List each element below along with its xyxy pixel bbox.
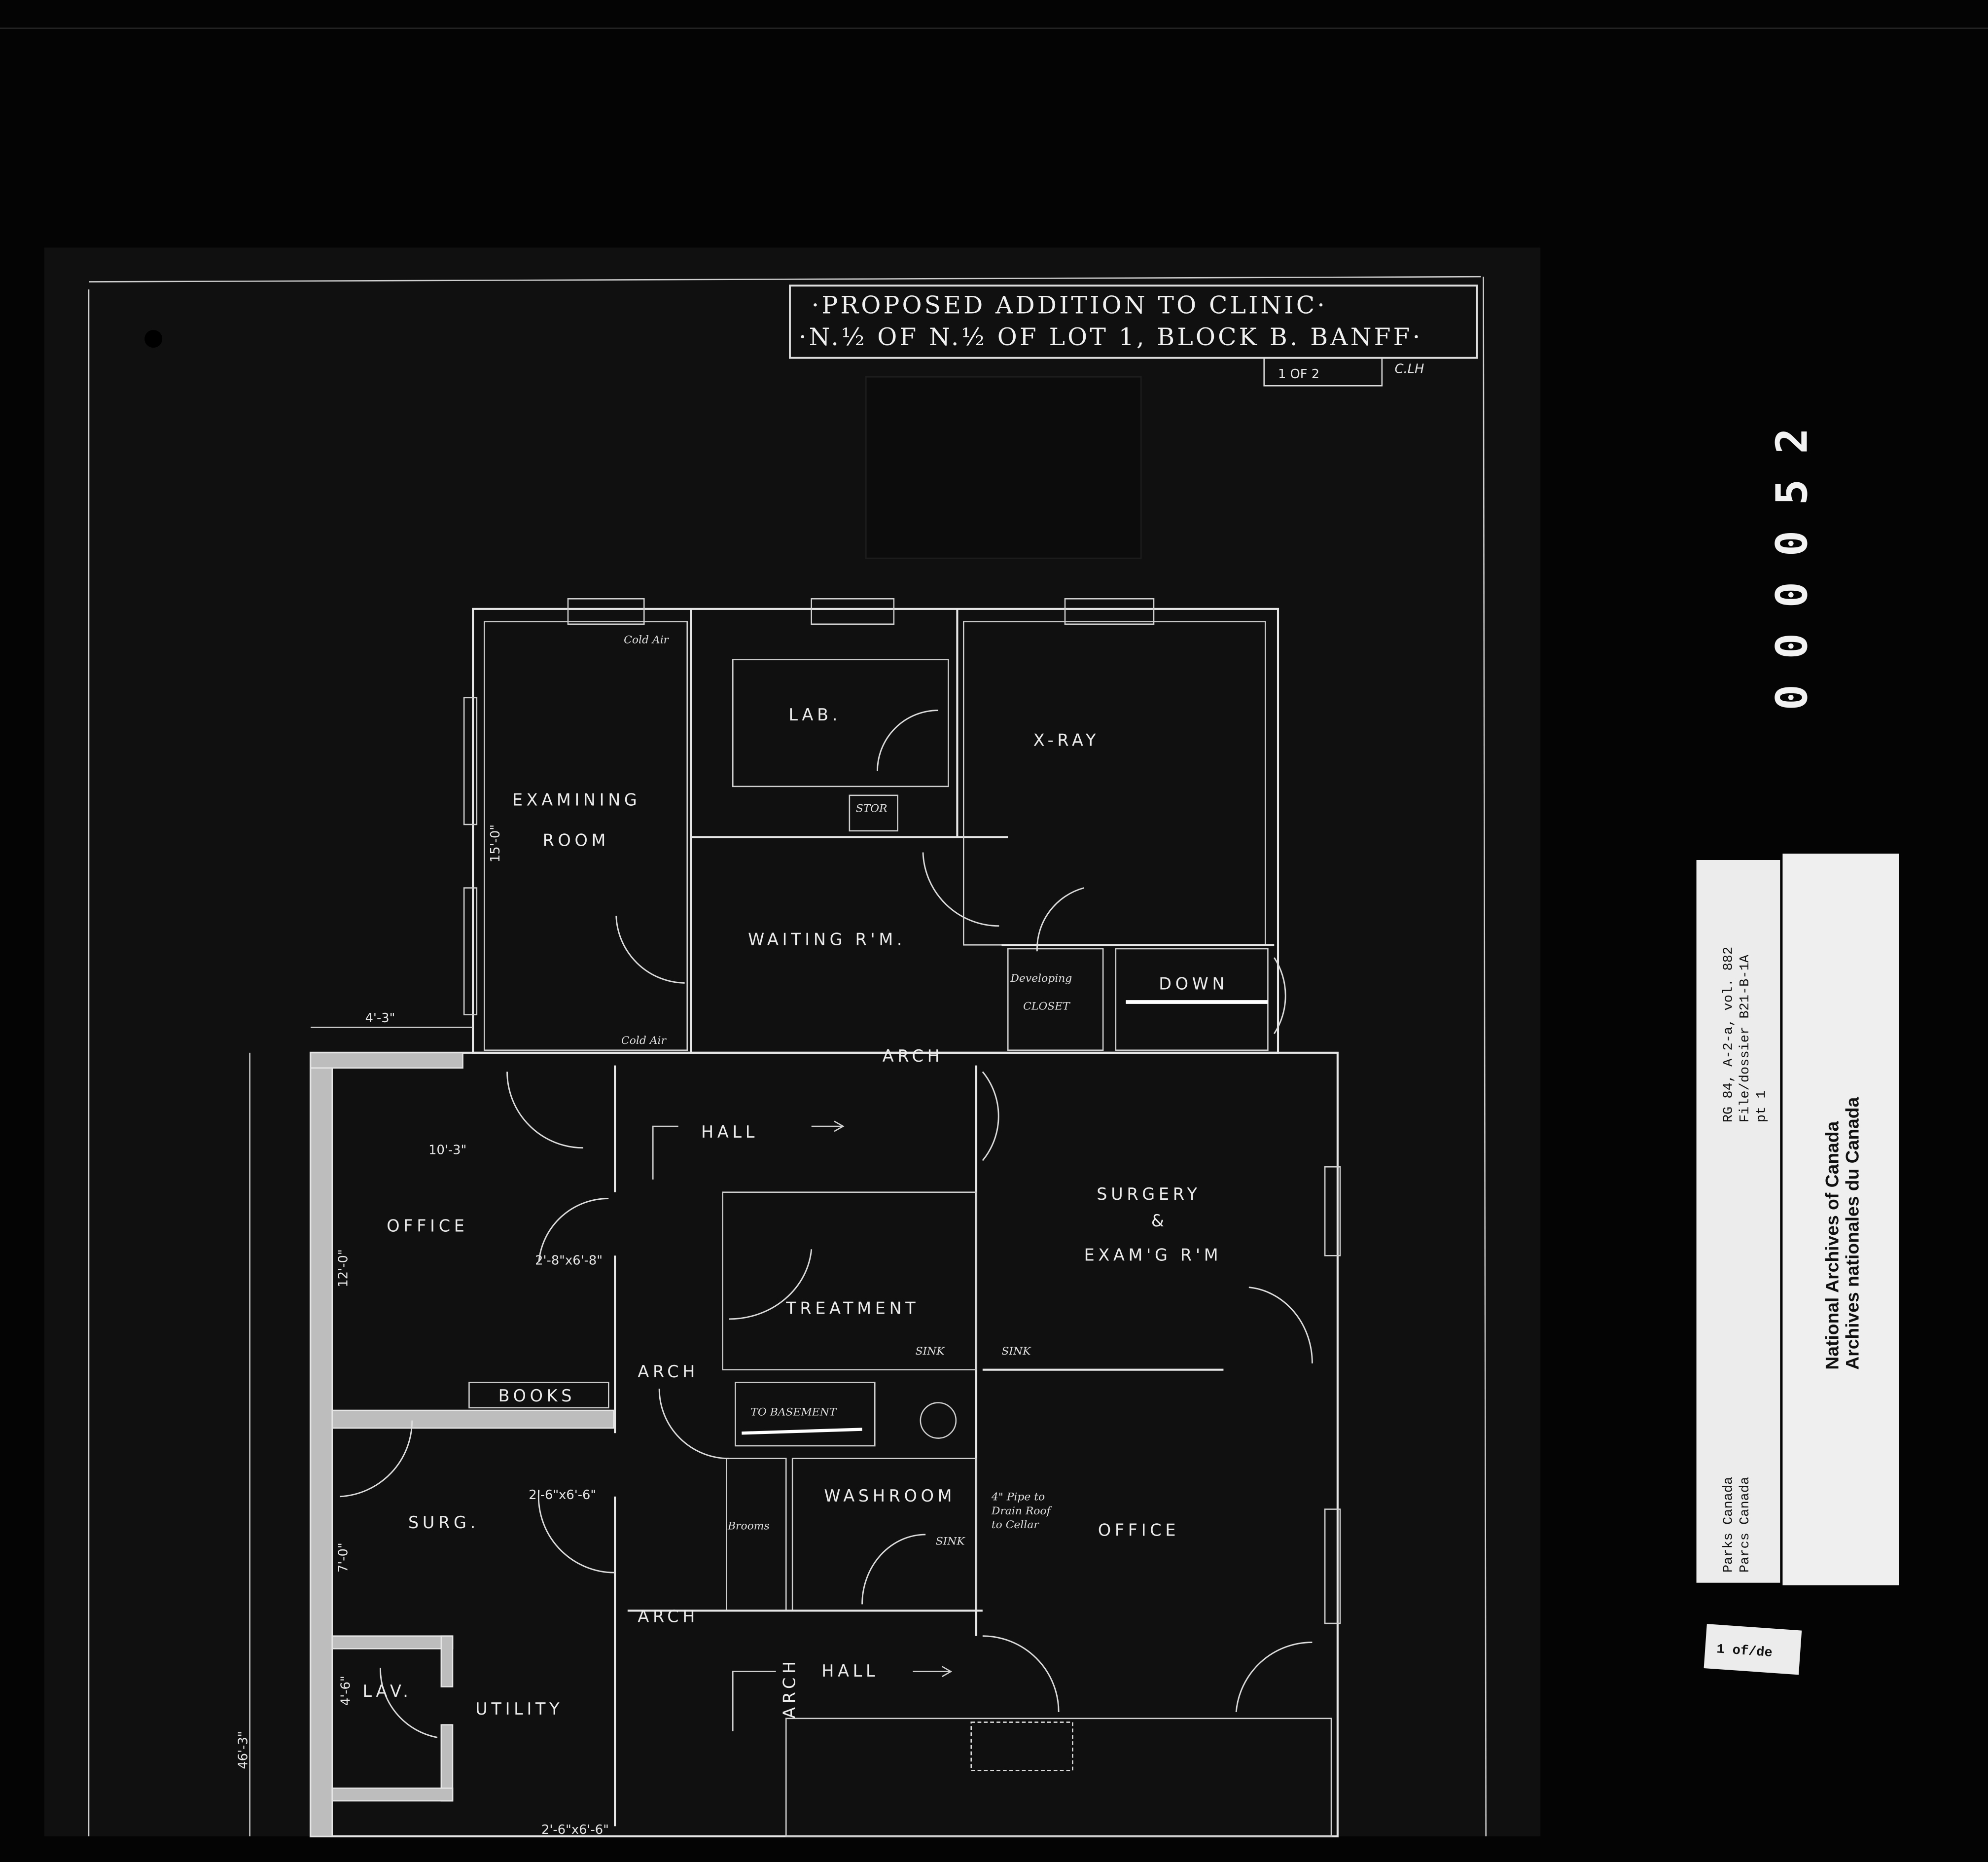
dim-4-3: 4'-3" — [365, 1011, 395, 1026]
label-pipe-note-1: 4" Pipe to — [991, 1491, 1045, 1504]
floor-plan — [309, 598, 1341, 1838]
dim-door-2: 2'-6"x6'-6" — [529, 1488, 596, 1503]
label-to-basement: TO BASEMENT — [750, 1406, 837, 1418]
label-ref-file: File/dossier B21-B-1A — [1738, 954, 1753, 1122]
label-pipe-note-3: to Cellar — [992, 1519, 1040, 1531]
dim-door-1: 2'-8"x6'-8" — [535, 1253, 603, 1268]
label-hall-upper: HALL — [701, 1122, 758, 1142]
label-ref-rg: RG 84, A-2-a, vol. 882 — [1722, 947, 1737, 1122]
sheet-number: 1 OF 2 — [1278, 367, 1319, 382]
label-cold-air-1: Cold Air — [624, 634, 670, 646]
archive-label: Parks Canada Parcs Canada RG 84, A-2-a, … — [1696, 854, 1899, 1675]
label-treatment: TREATMENT — [785, 1299, 919, 1318]
label-down: DOWN — [1159, 974, 1228, 993]
label-pipe-note-2: Drain Roof — [991, 1505, 1053, 1517]
label-nac-en: National Archives of Canada — [1822, 1121, 1843, 1370]
label-waiting: WAITING R'M. — [748, 930, 906, 949]
label-lav: LAV. — [362, 1682, 412, 1701]
title-line-2: ·N.½ OF N.½ OF LOT 1, BLOCK B. BANFF· — [799, 323, 1422, 351]
label-surgery-1: SURGERY — [1097, 1184, 1201, 1204]
drafter-initials: C.LH — [1395, 362, 1424, 377]
label-examining-2: ROOM — [543, 831, 609, 850]
label-office-left: OFFICE — [387, 1216, 468, 1235]
label-washroom: WASHROOM — [824, 1486, 956, 1505]
room-labels: LAB. X-RAY EXAMINING ROOM WAITING R'M. D… — [362, 634, 1228, 1719]
dim-10-3: 10'-3" — [428, 1143, 466, 1158]
label-ref-part: pt 1 — [1754, 1090, 1769, 1122]
label-developing-1: Developing — [1010, 972, 1072, 985]
label-sink-1: SINK — [916, 1345, 946, 1358]
label-cold-air-2: Cold Air — [621, 1035, 667, 1047]
label-arch-3: ARCH — [638, 1607, 699, 1626]
label-hall-lower: HALL — [821, 1661, 879, 1681]
label-xray: X-RAY — [1033, 731, 1100, 750]
label-utility: UTILITY — [475, 1699, 563, 1719]
title-line-1: ·PROPOSED ADDITION TO CLINIC· — [812, 291, 1327, 320]
label-parcs-canada: Parcs Canada — [1738, 1477, 1753, 1573]
label-surgery-3: EXAM'G R'M — [1084, 1246, 1222, 1265]
label-sink-3: SINK — [936, 1536, 966, 1548]
label-nac-fr: Archives nationales du Canada — [1842, 1097, 1863, 1369]
label-arch-4: ARCH — [780, 1657, 799, 1719]
label-developing-2: CLOSET — [1023, 1000, 1070, 1012]
label-sink-2: SINK — [1001, 1345, 1031, 1358]
label-surg: SURG. — [408, 1513, 479, 1532]
title-block: ·PROPOSED ADDITION TO CLINIC· ·N.½ OF N.… — [789, 285, 1478, 559]
label-surgery-2: & — [1151, 1211, 1168, 1230]
dim-4-6: 4'-6" — [339, 1676, 354, 1706]
label-examining-1: EXAMINING — [512, 790, 641, 809]
dim-15-0: 15'-0" — [488, 824, 503, 862]
label-arch-2: ARCH — [638, 1362, 699, 1381]
label-lab: LAB. — [788, 705, 841, 724]
label-brooms: Brooms — [727, 1520, 770, 1533]
label-office-right: OFFICE — [1098, 1521, 1179, 1540]
dim-12-0: 12'-0" — [336, 1249, 351, 1287]
dimensions: 15'-0" 4'-3" 10'-3" 12'-0" 2'-8"x6'-8" 2… — [236, 824, 609, 1837]
faded-stamp — [865, 376, 1142, 559]
dim-door-3: 2'-6"x6'-6" — [541, 1823, 609, 1837]
dim-46-3: 46'-3" — [236, 1731, 250, 1769]
label-arch-1: ARCH — [883, 1046, 944, 1066]
dim-7-0: 7'-0" — [336, 1542, 351, 1573]
label-books: BOOKS — [498, 1386, 576, 1405]
frame-number: 000052 — [1767, 402, 1817, 710]
label-stor: STOR — [856, 802, 888, 815]
label-parks-canada: Parks Canada — [1722, 1477, 1737, 1573]
